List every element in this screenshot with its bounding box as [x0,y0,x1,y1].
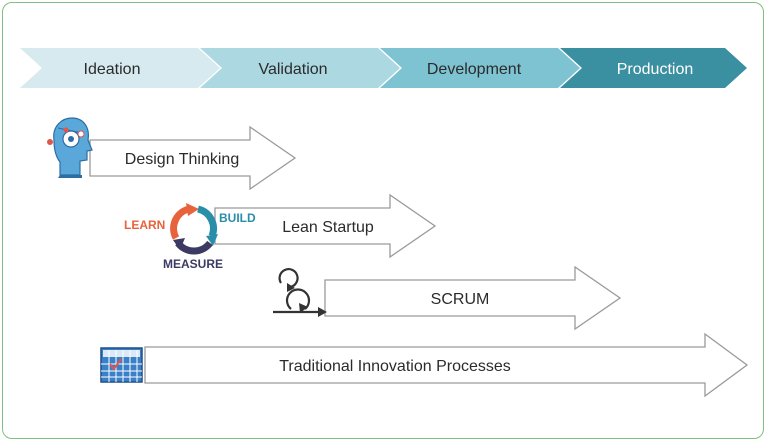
lean-cycle-build-label: BUILD [219,211,256,225]
sprint-cycle-icon [273,268,327,317]
method-label-lean-startup: Lean Startup [282,219,374,236]
phase-chevrons: Ideation Validation Development Producti… [20,48,747,88]
method-arrows [89,125,749,398]
phase-label-ideation: Ideation [84,61,141,78]
arrow-scrum [324,265,622,331]
method-label-traditional: Traditional Innovation Processes [279,358,511,375]
head-idea-icon [47,117,93,178]
learn-build-measure-cycle-icon: LEARN BUILD MEASURE [124,203,256,271]
phase-chevron-development [380,48,580,88]
method-label-scrum: SCRUM [431,291,490,308]
lean-cycle-learn-label: LEARN [124,218,165,232]
phase-chevron-production [560,48,747,88]
lean-cycle-measure-label: MEASURE [163,257,223,271]
method-label-design-thinking: Design Thinking [125,151,239,168]
gantt-grid-icon [100,347,143,383]
phase-chevron-validation [200,48,400,88]
diagram-frame [2,2,764,439]
phase-label-production: Production [617,61,694,78]
phase-label-validation: Validation [258,61,327,78]
arrow-traditional [144,332,749,398]
phase-label-development: Development [427,61,522,78]
phase-chevron-ideation [20,48,220,88]
arrow-lean-startup [214,193,437,259]
arrow-design-thinking [89,125,297,191]
